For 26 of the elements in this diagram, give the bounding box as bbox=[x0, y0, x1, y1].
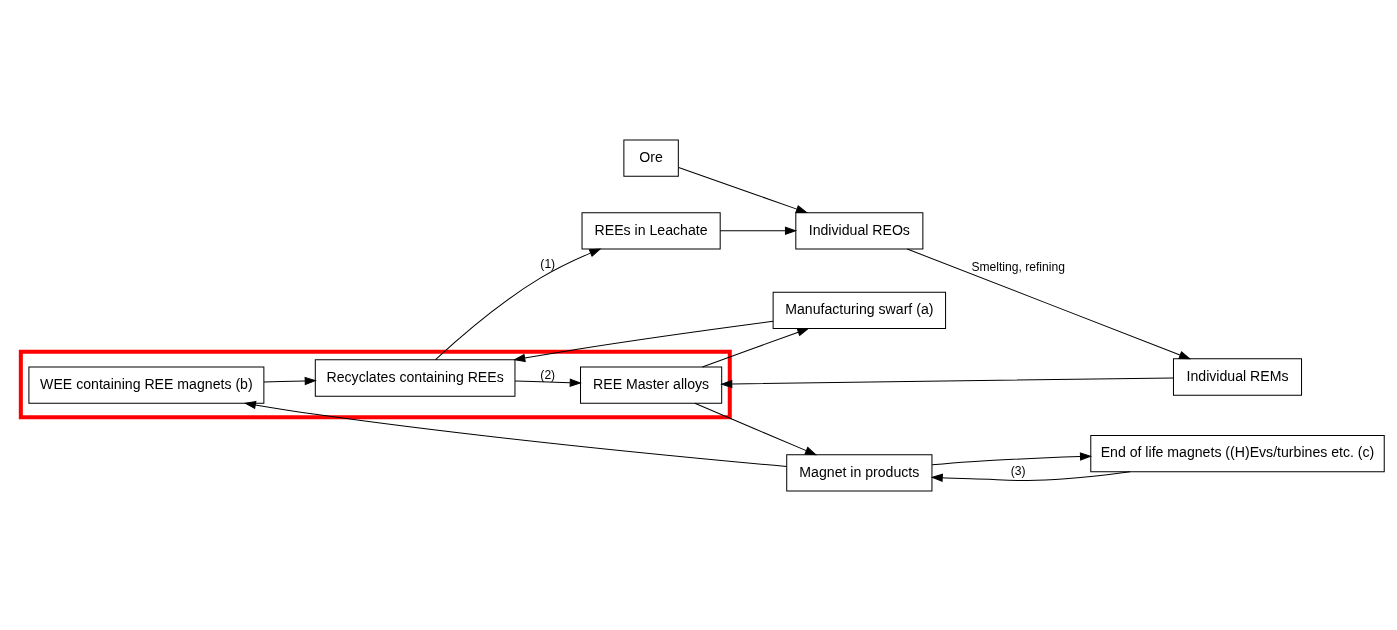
arrow bbox=[243, 400, 788, 467]
node-box: Recyclates containing REEs bbox=[314, 358, 516, 397]
edge-label: (1) bbox=[540, 256, 556, 271]
node-box: End of life magnets ((H)Evs/turbines etc. (c) bbox=[1090, 434, 1385, 472]
arrow bbox=[678, 166, 808, 213]
arrow bbox=[930, 470, 1131, 482]
edge-label: (2) bbox=[540, 367, 556, 382]
edge-label: (3) bbox=[1010, 463, 1026, 478]
arrow bbox=[931, 451, 1093, 465]
arrow bbox=[701, 327, 810, 367]
node-box: Individual REOs bbox=[795, 211, 924, 249]
node-box: Manufacturing swarf (a) bbox=[772, 291, 947, 329]
arrow bbox=[513, 320, 774, 362]
arrow bbox=[720, 376, 1174, 388]
node-box: REE Master alloys bbox=[580, 365, 723, 404]
node-box: WEE containing REE magnets (b) bbox=[28, 365, 265, 404]
arrow bbox=[906, 248, 1192, 359]
node-box: Individual REMs bbox=[1172, 357, 1303, 396]
arrow bbox=[263, 376, 317, 385]
node-box: REEs in Leachate bbox=[581, 211, 721, 249]
arrow bbox=[514, 377, 582, 387]
node-box: Ore bbox=[623, 139, 679, 177]
node-box: Magnet in products bbox=[786, 453, 933, 491]
arrow bbox=[719, 226, 798, 235]
edge-label: Smelting, refining bbox=[971, 259, 1065, 274]
arrow bbox=[435, 247, 602, 360]
